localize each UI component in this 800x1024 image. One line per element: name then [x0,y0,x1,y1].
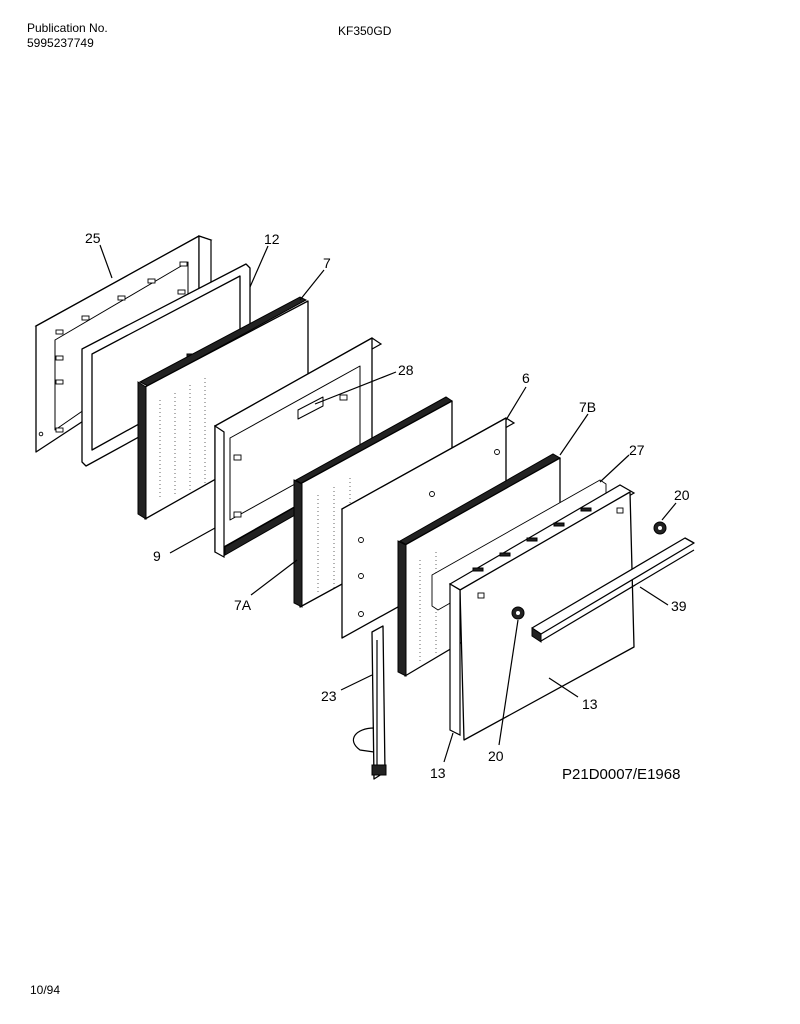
part-23-hinge [352,625,387,780]
publication-number: 5995237749 [27,36,94,50]
callout-7: 7 [323,255,331,271]
callout-27: 27 [629,442,645,458]
callout-13-right: 13 [582,696,598,712]
part-13-outer-door [448,484,636,741]
part-39-handle [531,537,695,643]
publication-label: Publication No. [27,21,108,35]
callout-6: 6 [522,370,530,386]
callout-25: 25 [85,230,101,246]
callout-7a: 7A [234,597,252,613]
callout-12: 12 [264,231,280,247]
callout-7b: 7B [579,399,596,415]
drawing-code: P21D0007/E1968 [562,766,680,783]
revision-date: 10/94 [30,983,61,997]
part-20-screws [511,521,667,620]
callout-13-left: 13 [430,765,446,781]
part-7-insulation [137,296,309,520]
callout-28: 28 [398,362,414,378]
model-number: KF350GD [338,24,392,38]
leader-lines [99,244,677,763]
callout-20-bottom: 20 [488,748,504,764]
callout-9: 9 [153,548,161,564]
callout-39: 39 [671,598,687,614]
callout-23: 23 [321,688,337,704]
callout-20-top: 20 [674,487,690,503]
